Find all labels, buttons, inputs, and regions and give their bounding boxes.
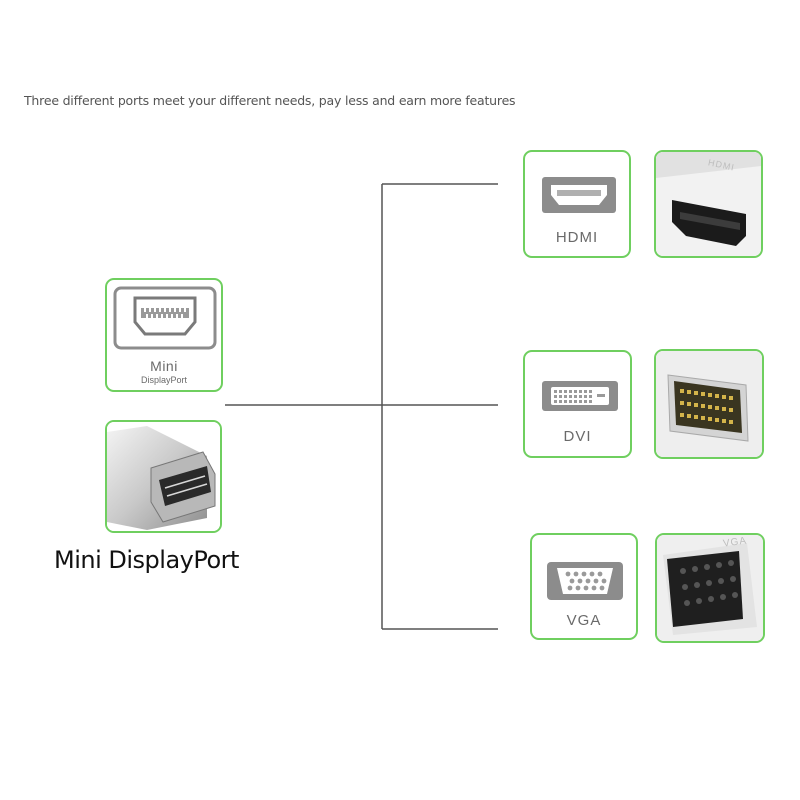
dvi-label: DVI: [563, 428, 592, 445]
mini-displayport-photo-card: [105, 420, 222, 533]
mini-label-line1: Mini: [150, 358, 178, 374]
hdmi-label: HDMI: [555, 229, 599, 246]
dvi-icon-card: DVI: [523, 350, 632, 458]
source-title: Mini DisplayPort: [54, 546, 239, 574]
mini-displayport-icon: [113, 286, 217, 350]
page-tagline: Three different ports meet your differen…: [24, 93, 516, 108]
dvi-port-image: [656, 351, 762, 457]
mini-displayport-plug-image: [107, 422, 220, 531]
hdmi-icon: [542, 177, 616, 213]
mini-label-line2: DisplayPort: [140, 375, 187, 385]
hdmi-photo-card: HDMI: [654, 150, 763, 258]
vga-icon: [547, 562, 623, 600]
dvi-photo-card: [654, 349, 764, 459]
mini-displayport-icon-card: Mini DisplayPort: [105, 278, 223, 392]
dvi-icon: [542, 381, 618, 411]
hdmi-icon-card: HDMI: [523, 150, 631, 258]
vga-label: VGA: [566, 612, 602, 629]
vga-photo-card: VGA: [655, 533, 765, 643]
hdmi-port-image: [656, 152, 761, 256]
vga-icon-card: VGA: [530, 533, 638, 640]
vga-port-image: [657, 535, 763, 641]
